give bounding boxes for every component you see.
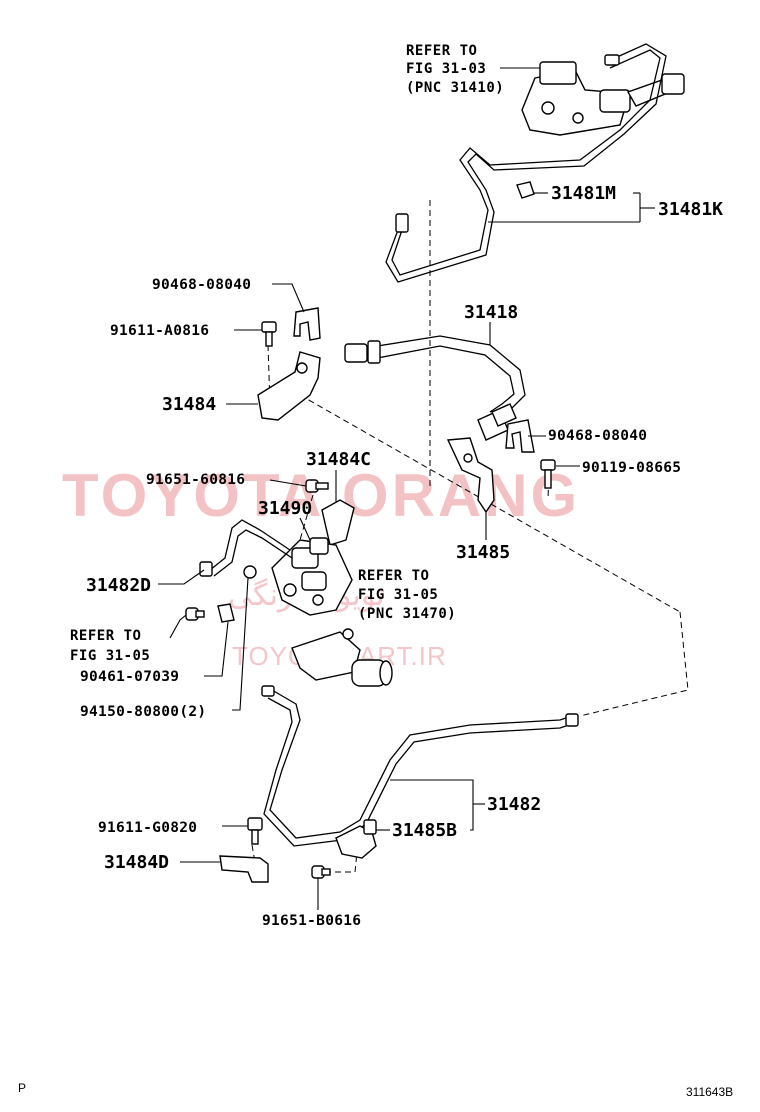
part-31481: 31481M 31481K [488,181,723,223]
release-cylinder [291,628,393,687]
label-31418: 31418 [464,302,518,323]
label-31490: 31490 [258,498,312,519]
reference-middle: REFER TO FIG 31-05 (PNC 31470) [358,568,456,622]
label-31485B: 31485B [392,820,457,841]
reference-middle-line3: (PNC 31470) [358,606,456,622]
reference-middle-line2: FIG 31-05 [358,587,438,603]
label-90468-08040-top: 90468-08040 [152,277,251,293]
label-31484C: 31484C [306,449,371,470]
label-31481M: 31481M [551,183,616,204]
label-91651-60816: 91651-60816 [146,472,245,488]
label-31484D: 31484D [104,852,169,873]
reference-middle-line1: REFER TO [358,568,429,584]
part-31485B: 31485B [335,819,457,859]
label-31481K: 31481K [658,199,723,220]
reference-left: REFER TO FIG 31-05 [70,607,205,664]
part-91651-B0616: 91651-B0616 [262,865,361,929]
label-90468-08040-right: 90468-08040 [548,428,647,444]
label-90119-08665: 90119-08665 [582,460,681,476]
clutch-accumulator-assembly [209,519,353,616]
part-94150-80800: 94150-80800(2) [80,565,257,720]
bracket-31485: 31485 [446,437,510,563]
part-90461-07039: 90461-07039 [80,603,235,685]
reference-top-line1: REFER TO [406,43,477,59]
label-31482: 31482 [487,794,541,815]
label-31485: 31485 [456,542,510,563]
part-31490: 31490 [258,498,312,541]
footer-figure-code: 311643B [686,1085,733,1099]
label-31482D: 31482D [86,575,151,596]
watermark-main: TOYOTA ORANG [62,462,580,529]
label-94150-80800: 94150-80800(2) [80,704,206,720]
footer-left-code: P [18,1081,26,1095]
part-31482D: 31482D [86,561,213,596]
flex-hose-31418: 31418 [344,302,526,441]
label-91611-A0816: 91611-A0816 [110,323,209,339]
part-90468-top: 90468-08040 [152,277,321,341]
bracket-31484: 31484 [162,351,321,421]
reference-left-line1: REFER TO [70,628,141,644]
label-90461-07039: 90461-07039 [80,669,179,685]
part-91651-60816: 91651-60816 [146,472,329,493]
label-91651-B0616: 91651-B0616 [262,913,361,929]
label-91611-G0820: 91611-G0820 [98,820,197,836]
part-90119-08665: 90119-08665 [540,459,681,489]
master-cylinder [385,43,685,283]
dashed-guide-lines [251,200,689,873]
part-91611-A0816: 91611-A0816 [110,321,277,347]
part-91611-G0820: 91611-G0820 [98,817,263,845]
label-31484: 31484 [162,394,216,415]
part-31484D: 31484D [104,852,269,883]
reference-top-line3: (PNC 31410) [406,80,504,96]
reference-top-line2: FIG 31-03 [406,61,486,77]
part-31484C: 31484C [306,449,371,546]
reference-left-line2: FIG 31-05 [70,648,150,664]
part-90468-right: 90468-08040 [505,419,647,453]
reference-top: REFER TO FIG 31-03 (PNC 31410) [406,43,540,96]
